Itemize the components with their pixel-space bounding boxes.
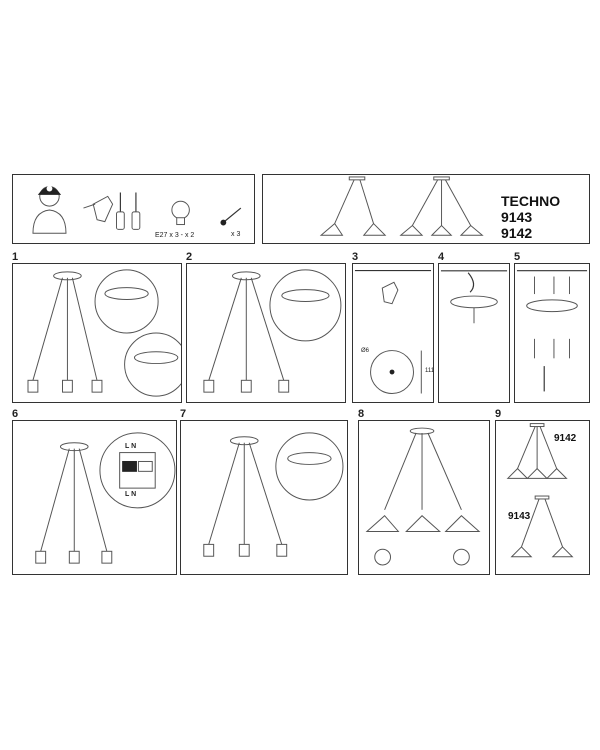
bulb-icon <box>171 200 190 226</box>
product-panel: TECHNO 9143 9142 <box>262 174 590 244</box>
tools-panel: E27 x 3 - x 2 x 3 <box>12 174 255 244</box>
step-2-panel: 2 <box>186 251 346 403</box>
model-number-a: 9143 <box>501 209 533 225</box>
lamp-9142-drawing <box>319 176 387 236</box>
drill-icon <box>83 195 114 223</box>
step-5-drawing <box>516 270 588 392</box>
step-number: 9 <box>495 408 502 420</box>
step-number: 6 <box>12 408 19 420</box>
step-number: 4 <box>438 251 445 263</box>
step-number: 8 <box>358 408 365 420</box>
terminal-label-top: L N <box>125 443 137 450</box>
step-9-drawing <box>506 423 574 558</box>
step-3-panel: Ø6 111 3 <box>352 251 435 403</box>
step-9-model-bottom: 9143 <box>508 511 531 522</box>
step-number: 3 <box>352 251 359 263</box>
step-1-drawing <box>27 269 181 397</box>
step-5-panel: 5 <box>514 251 590 403</box>
step-7-panel: 7 <box>180 408 348 575</box>
step-6-drawing <box>35 432 176 564</box>
product-illustration <box>319 176 484 236</box>
step-2-drawing <box>203 269 342 393</box>
step-1-panel: 1 <box>12 251 182 403</box>
step-4-panel: 4 <box>438 251 510 403</box>
terminal-label-bottom: L N <box>125 491 137 498</box>
screws-label: x 3 <box>231 231 241 238</box>
height-dimension-label: 111 <box>425 368 435 374</box>
step-number: 1 <box>12 251 19 263</box>
step-7-drawing <box>203 432 344 557</box>
drill-diameter-label: Ø6 <box>361 348 370 354</box>
screwdriver-icon <box>116 192 141 230</box>
step-number: 2 <box>186 251 193 263</box>
step-8-panel: 8 <box>358 408 490 575</box>
product-name: TECHNO <box>501 193 561 209</box>
step-9-model-top: 9142 <box>554 433 577 444</box>
step-3-drawing <box>354 269 432 394</box>
step-9-panel: 9142 9143 9 <box>495 408 590 575</box>
screw-icon <box>220 207 242 226</box>
lamp-9143-drawing <box>399 176 484 236</box>
step-8-drawing <box>365 427 481 566</box>
step-number: 5 <box>514 251 521 263</box>
tools-illustration <box>32 185 242 234</box>
step-number: 7 <box>180 408 187 420</box>
step-6-panel: L N L N 6 <box>12 408 177 575</box>
step-4-drawing <box>440 270 508 324</box>
bulb-label: E27 x 3 - x 2 <box>155 232 195 239</box>
model-number-b: 9142 <box>501 225 533 241</box>
electrician-icon <box>32 185 67 234</box>
